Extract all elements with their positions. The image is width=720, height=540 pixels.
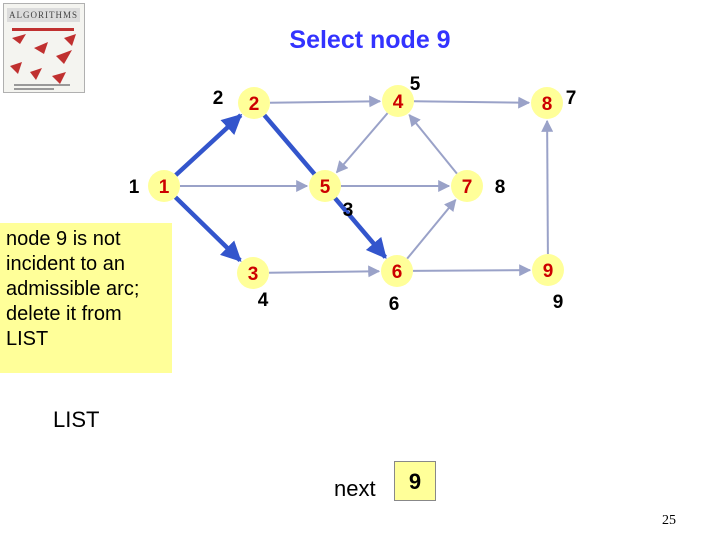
book-cover-image: ALGORITHMS (3, 3, 85, 93)
arc-4-5 (335, 112, 389, 174)
arc-6-7 (406, 198, 457, 260)
node-4 (382, 85, 414, 117)
page-number: 25 (662, 513, 676, 528)
node-9-label: 9 (543, 261, 554, 282)
node-3-label: 3 (248, 264, 259, 285)
node-6-label: 6 (392, 262, 403, 283)
arc-1-2 (174, 113, 243, 177)
node-7-distance-label: 8 (495, 177, 506, 198)
node-2-distance-label: 2 (213, 88, 224, 109)
node-3 (237, 257, 269, 289)
node-7-label: 7 (462, 177, 473, 198)
arc-2-4 (269, 95, 382, 108)
arc-1-3 (173, 195, 242, 263)
slide-title: Select node 9 (289, 26, 451, 54)
node-6 (381, 255, 413, 287)
arc-9-8 (541, 119, 554, 255)
node-5 (309, 170, 341, 202)
next-node-box: 9 (394, 461, 436, 501)
book-cover-art (10, 34, 76, 90)
explanation-note: node 9 is not incident to an admissible … (0, 223, 172, 373)
node-6-distance-label: 6 (389, 294, 400, 315)
node-4-distance-label: 5 (410, 74, 421, 95)
node-8 (531, 87, 563, 119)
node-9-distance-label: 9 (553, 292, 564, 313)
book-cover-banner: ALGORITHMS (7, 8, 80, 22)
node-2 (238, 87, 270, 119)
node-4-label: 4 (393, 92, 404, 113)
node-8-label: 8 (542, 94, 553, 115)
node-5-label: 5 (320, 177, 331, 198)
node-8-distance-label: 7 (566, 88, 577, 109)
node-1-distance-label: 1 (129, 177, 140, 198)
node-2-label: 2 (249, 94, 260, 115)
arc-4-8 (413, 96, 531, 109)
node-5-distance-label: 3 (343, 200, 354, 221)
arc-3-6 (268, 265, 381, 278)
node-3-distance-label: 4 (258, 290, 269, 311)
arc-7-4 (408, 114, 458, 175)
node-7 (451, 170, 483, 202)
node-1-label: 1 (159, 177, 170, 198)
node-9 (532, 254, 564, 286)
list-label: LIST (53, 407, 100, 432)
arc-6-9 (412, 264, 532, 277)
next-label: next (334, 476, 376, 501)
node-1 (148, 170, 180, 202)
book-cover-stripe (12, 28, 74, 31)
